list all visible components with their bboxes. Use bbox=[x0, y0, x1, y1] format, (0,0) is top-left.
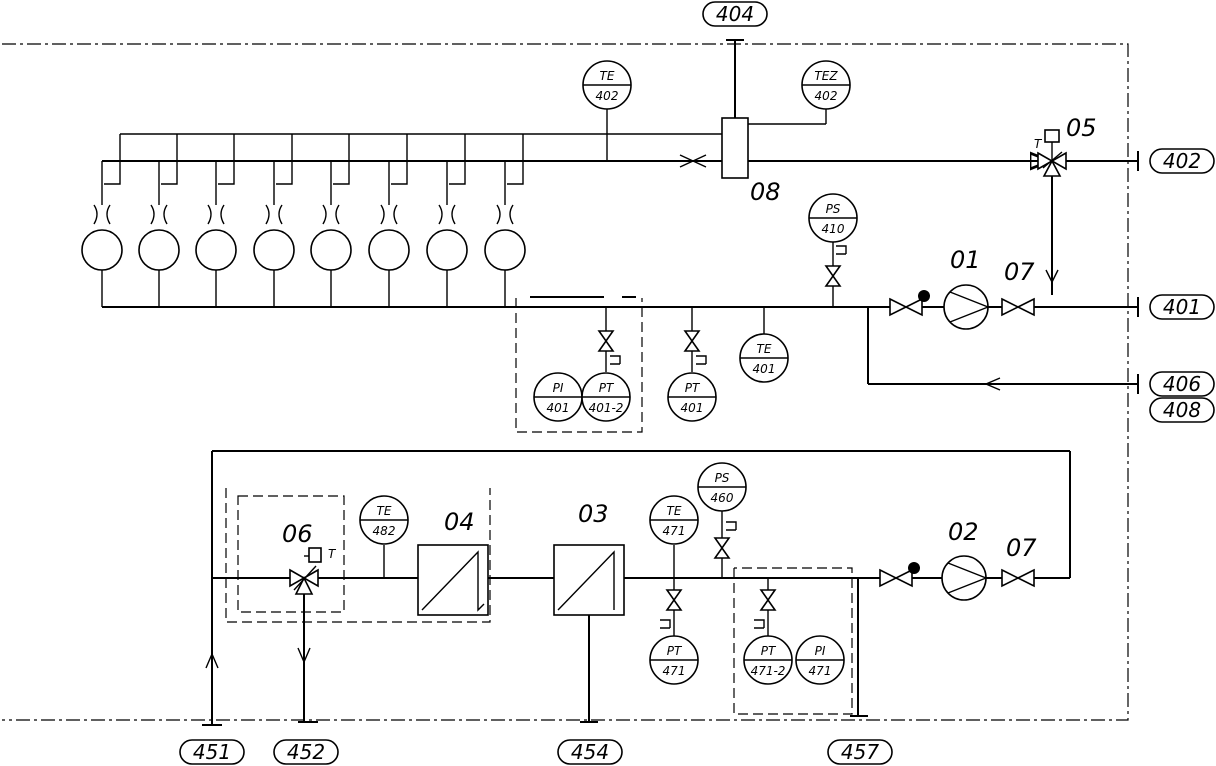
three-way-valve-05 bbox=[1037, 129, 1139, 295]
instrument-number: 471 bbox=[809, 664, 832, 678]
instrument-function: PS bbox=[715, 471, 730, 485]
consumer-unit bbox=[253, 134, 295, 307]
instrument-te402: TE 402 bbox=[582, 60, 632, 110]
instrument-number: 471 bbox=[663, 524, 686, 538]
instrument-function: PT bbox=[667, 644, 683, 658]
tag-03: 03 bbox=[578, 500, 609, 528]
instrument-ps410: PS 410 bbox=[808, 193, 858, 243]
instrument-function: PT bbox=[685, 381, 701, 395]
instrument-pt401: PT 401 bbox=[667, 372, 717, 422]
instrument-function: TE bbox=[377, 504, 392, 518]
instrument-pt471: PT 471 bbox=[649, 635, 699, 685]
pump-line-01 bbox=[824, 240, 1139, 394]
instrument-pt4012: PT 401-2 bbox=[581, 372, 631, 422]
instrument-function: PS bbox=[826, 202, 841, 216]
instrument-number: 402 bbox=[815, 89, 838, 103]
instrument-te471: TE 471 bbox=[649, 495, 699, 545]
instrument-number: 401-2 bbox=[589, 401, 624, 415]
instrument-function: PI bbox=[553, 381, 564, 395]
pressure-taps-401 bbox=[597, 307, 765, 372]
lower-loop bbox=[202, 450, 1071, 726]
tag-07-upper: 07 bbox=[1004, 258, 1035, 286]
connection-number: 451 bbox=[193, 740, 231, 764]
tag-04: 04 bbox=[444, 508, 475, 536]
instrument-number: 460 bbox=[711, 491, 734, 505]
connection-c457: 457 bbox=[827, 739, 893, 765]
instrument-number: 402 bbox=[596, 89, 619, 103]
instrument-pi401: PI 401 bbox=[533, 372, 583, 422]
system-boundary bbox=[2, 43, 1129, 721]
tag-08: 08 bbox=[750, 178, 781, 206]
component-08-box bbox=[721, 117, 749, 179]
tag-02: 02 bbox=[948, 518, 979, 546]
instrument-function: PT bbox=[599, 381, 615, 395]
connection-c451: 451 bbox=[179, 739, 245, 765]
tag-05: 05 bbox=[1066, 114, 1097, 142]
instrument-function: TEZ bbox=[814, 69, 838, 83]
consumer-unit bbox=[310, 134, 352, 307]
instrument-number: 410 bbox=[822, 222, 845, 236]
tag-07-lower: 07 bbox=[1006, 534, 1037, 562]
instrument-number: 482 bbox=[373, 524, 396, 538]
header-manifold bbox=[102, 39, 1050, 308]
connection-number: 452 bbox=[287, 740, 325, 764]
connection-number: 401 bbox=[1163, 295, 1201, 319]
instrument-number: 471-2 bbox=[751, 664, 786, 678]
instrument-number: 401 bbox=[753, 362, 776, 376]
instrument-function: TE bbox=[757, 342, 772, 356]
instrument-number: 471 bbox=[663, 664, 686, 678]
instrument-te401: TE 401 bbox=[739, 333, 789, 383]
mark-t06: T bbox=[328, 547, 337, 561]
connection-c402: 402 bbox=[1149, 148, 1215, 174]
connection-c401: 401 bbox=[1149, 294, 1215, 320]
tag-01: 01 bbox=[950, 246, 981, 274]
instrument-function: PI bbox=[815, 644, 826, 658]
connection-number: 457 bbox=[841, 740, 879, 764]
connection-c404: 404 bbox=[702, 1, 768, 27]
connection-c406: 406 bbox=[1149, 371, 1215, 397]
instrument-te482: TE 482 bbox=[359, 495, 409, 545]
connection-c452: 452 bbox=[273, 739, 339, 765]
consumer-unit bbox=[81, 134, 123, 307]
consumer-unit bbox=[426, 134, 468, 307]
tag-06: 06 bbox=[282, 520, 313, 548]
instrument-tez402: TEZ 402 bbox=[801, 60, 851, 110]
instrument-box-401 bbox=[515, 298, 643, 433]
instrument-function: PT bbox=[761, 644, 777, 658]
consumer-unit bbox=[484, 134, 526, 307]
mark-t05: T bbox=[1034, 137, 1043, 151]
instrument-number: 401 bbox=[547, 401, 570, 415]
instrument-bubbles: TE402TEZ402PS410PI401PT401-2PT401TE401TE… bbox=[359, 60, 858, 685]
consumer-unit bbox=[138, 134, 180, 307]
instrument-number: 401 bbox=[681, 401, 704, 415]
instrument-ps460: PS 460 bbox=[697, 462, 747, 512]
consumer-units bbox=[81, 134, 526, 307]
connection-number: 454 bbox=[571, 740, 609, 764]
consumer-unit bbox=[195, 134, 237, 307]
instrument-function: TE bbox=[667, 504, 682, 518]
instrument-function: TE bbox=[600, 69, 615, 83]
connection-number: 402 bbox=[1163, 149, 1201, 173]
instrument-pi471: PI 471 bbox=[795, 635, 845, 685]
connection-number: 404 bbox=[716, 2, 754, 26]
instrument-pt4712: PT 471-2 bbox=[743, 635, 793, 685]
connection-number: 408 bbox=[1163, 398, 1201, 422]
connection-c454: 454 bbox=[557, 739, 623, 765]
connection-c408: 408 bbox=[1149, 397, 1215, 423]
consumer-unit bbox=[368, 134, 410, 307]
connection-number: 406 bbox=[1163, 372, 1201, 396]
